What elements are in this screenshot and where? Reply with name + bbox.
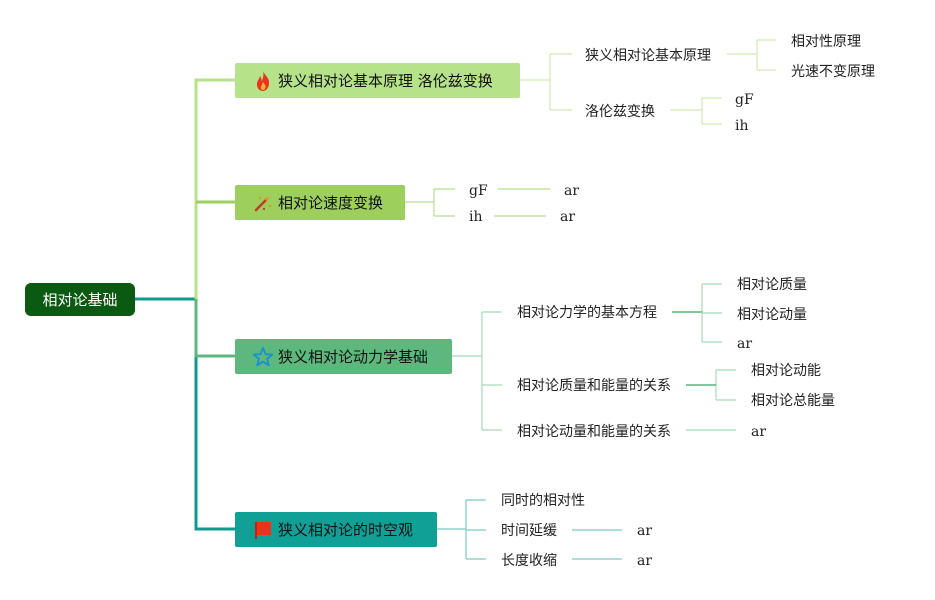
topic-node[interactable]: ar [637, 553, 653, 569]
b1-sub2-connector [670, 97, 722, 125]
branch-node-3[interactable]: 狭义相对论动力学基础 [235, 339, 452, 374]
star-icon [252, 346, 274, 368]
branch-node-4[interactable]: 狭义相对论的时空观 [235, 512, 437, 547]
topic-node[interactable]: ar [564, 183, 580, 199]
topic-node[interactable]: 长度收缩 [501, 553, 557, 569]
topic-node[interactable]: gF [469, 183, 488, 199]
topic-node[interactable]: 相对论动量和能量的关系 [517, 424, 671, 440]
topic-node[interactable]: ar [737, 336, 753, 352]
red-flag-icon [252, 519, 274, 541]
topic-node[interactable]: ar [560, 209, 576, 225]
branch-label-4: 狭义相对论的时空观 [278, 521, 414, 539]
topic-node[interactable]: ih [469, 209, 483, 225]
topic-node[interactable]: 相对论力学的基本方程 [517, 305, 657, 321]
branch-node-1[interactable]: 狭义相对论基本原理 洛伦兹变换 [235, 63, 520, 98]
topic-node[interactable]: 相对论总能量 [751, 393, 835, 409]
fire-icon [252, 70, 274, 92]
b3-connector [452, 311, 502, 431]
branch-label-1: 狭义相对论基本原理 洛伦兹变换 [278, 72, 493, 90]
root-label: 相对论基础 [42, 291, 118, 309]
topic-node[interactable]: 同时的相对性 [501, 493, 585, 509]
sparkle-wand-icon [252, 192, 274, 214]
topic-node[interactable]: 光速不变原理 [791, 64, 875, 80]
topic-node[interactable]: ar [637, 523, 653, 539]
topic-node[interactable]: 相对性原理 [791, 34, 861, 50]
topic-node[interactable]: 相对论质量和能量的关系 [517, 378, 671, 394]
b1-sub1-connector [727, 39, 776, 71]
trunk-light [194, 78, 235, 299]
topic-node[interactable]: 洛伦兹变换 [585, 104, 655, 120]
b2-connector [405, 188, 455, 217]
trunk-green [194, 299, 235, 358]
trunk-teal [194, 299, 235, 531]
b4-connector [437, 499, 486, 560]
topic-node[interactable]: 相对论动量 [737, 307, 807, 323]
b3-sub1-connector [672, 283, 722, 343]
topic-node[interactable]: 相对论动能 [751, 363, 821, 379]
topic-node[interactable]: 时间延缓 [501, 523, 557, 539]
topic-node[interactable]: 狭义相对论基本原理 [585, 48, 711, 64]
topic-node[interactable]: ar [751, 424, 767, 440]
b1-connector [520, 53, 572, 111]
branch-label-3: 狭义相对论动力学基础 [278, 348, 429, 366]
branch-node-2[interactable]: 相对论速度变换 [235, 185, 405, 220]
topic-node[interactable]: 相对论质量 [737, 277, 807, 293]
topic-node[interactable]: ih [735, 118, 749, 134]
topic-node[interactable]: gF [735, 92, 754, 108]
branch-label-2: 相对论速度变换 [278, 194, 384, 212]
root-node[interactable]: 相对论基础 [25, 283, 135, 316]
